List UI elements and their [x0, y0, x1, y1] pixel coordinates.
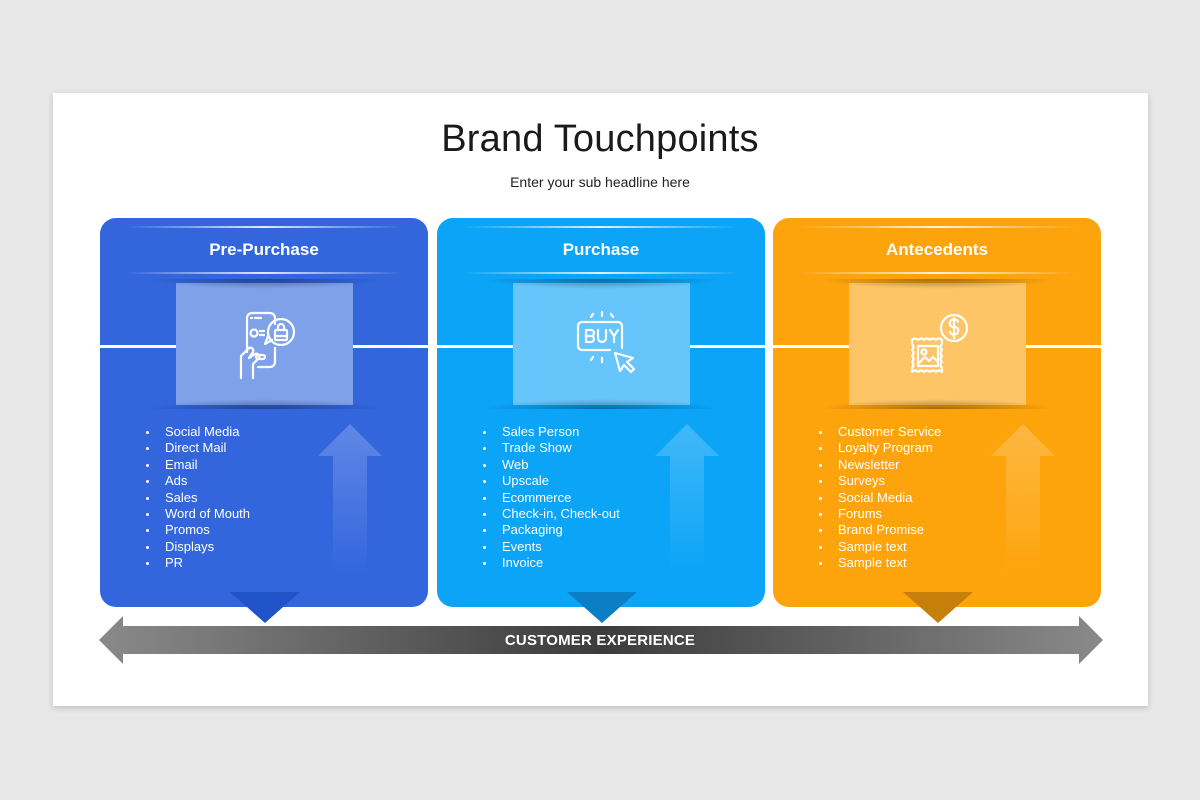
divider: [462, 226, 740, 228]
list-item: Check-in, Check-out: [483, 506, 620, 522]
timeline-label: CUSTOMER EXPERIENCE: [504, 632, 696, 649]
list-item: Social Media: [819, 490, 941, 506]
list-item: PR: [146, 555, 250, 571]
divider: [125, 272, 403, 274]
list-item: Events: [483, 539, 620, 555]
list-item: Ads: [146, 473, 250, 489]
touchpoint-list: Social Media Direct Mail Email Ads Sales…: [146, 424, 250, 572]
pointer-triangle: [567, 592, 637, 623]
list-item: Web: [483, 457, 620, 473]
stage-card-antecedents: Antecedents Customer Service Loyalty Pro…: [773, 218, 1101, 623]
list-item: Sample text: [819, 555, 941, 571]
list-item: Surveys: [819, 473, 941, 489]
list-item: Forums: [819, 506, 941, 522]
customer-experience-arrow: [99, 616, 1103, 664]
list-item: Direct Mail: [146, 440, 250, 456]
pointer-triangle: [230, 592, 300, 623]
list-item: Brand Promise: [819, 522, 941, 538]
divider: [462, 272, 740, 274]
divider: [798, 226, 1076, 228]
list-item: Loyalty Program: [819, 440, 941, 456]
list-item: Email: [146, 457, 250, 473]
touchpoint-list: Sales Person Trade Show Web Upscale Ecom…: [483, 424, 620, 572]
up-arrow-icon: [991, 424, 1055, 574]
list-item: Invoice: [483, 555, 620, 571]
list-item: Customer Service: [819, 424, 941, 440]
up-arrow-icon: [655, 424, 719, 574]
pointer-triangle: [903, 592, 973, 623]
stage-heading: Antecedents: [885, 240, 989, 259]
list-item: Packaging: [483, 522, 620, 538]
list-item: Displays: [146, 539, 250, 555]
list-item: Social Media: [146, 424, 250, 440]
list-item: Promos: [146, 522, 250, 538]
divider: [798, 272, 1076, 274]
list-item: Newsletter: [819, 457, 941, 473]
touchpoint-list: Customer Service Loyalty Program Newslet…: [819, 424, 941, 572]
buy-button-cursor-icon: [576, 310, 635, 374]
list-item: Sales: [146, 490, 250, 506]
list-item: Sample text: [819, 539, 941, 555]
icon-panel: [146, 279, 383, 409]
stage-card-pre-purchase: Pre-Purchase Social Media Direct Mail Em…: [100, 218, 428, 623]
list-item: Sales Person: [483, 424, 620, 440]
up-arrow-icon: [318, 424, 382, 574]
list-item: Upscale: [483, 473, 620, 489]
divider: [125, 226, 403, 228]
slide-subtitle: Enter your sub headline here: [510, 174, 690, 190]
list-item: Word of Mouth: [146, 506, 250, 522]
phone-shopping-bag-icon: [239, 311, 295, 380]
icon-panel: [819, 279, 1056, 409]
icon-panel: [483, 279, 720, 409]
stamp-dollar-icon: [910, 313, 968, 374]
list-item: Trade Show: [483, 440, 620, 456]
stage-heading: Pre-Purchase: [209, 240, 319, 259]
stage-heading: Purchase: [562, 240, 640, 259]
stage-card-purchase: Purchase Sales Person Trade Show Web Ups…: [437, 218, 765, 623]
list-item: Ecommerce: [483, 490, 620, 506]
slide-title: Brand Touchpoints: [441, 118, 759, 160]
